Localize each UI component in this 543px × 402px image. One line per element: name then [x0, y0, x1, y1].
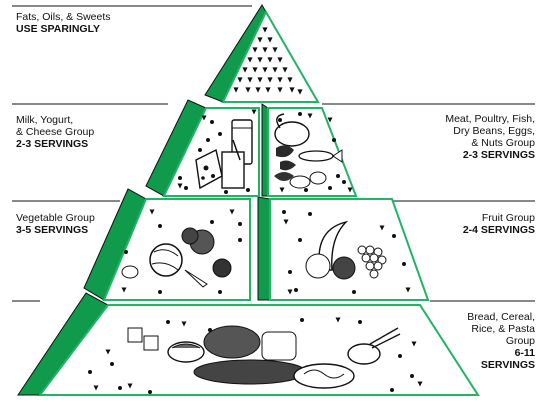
- fat-dot-marker: [88, 370, 92, 374]
- fat-dot-marker: [328, 186, 332, 190]
- fat-dot-marker: [118, 386, 122, 390]
- label-bread-servings-1: 6-11: [467, 347, 535, 359]
- label-fats-servings: USE SPARINGLY: [16, 23, 111, 35]
- fat-dot-marker: [342, 180, 346, 184]
- potato: [122, 266, 138, 278]
- fat-dot-marker: [206, 138, 210, 142]
- fat-dot-marker: [336, 174, 340, 178]
- label-bread: Bread, Cereal, Rice, & Pasta Group 6-11 …: [467, 311, 535, 371]
- fat-dot-marker: [288, 270, 292, 274]
- yogurt-cup: [222, 152, 244, 188]
- tier-vegetable-fruit: [84, 189, 428, 300]
- fat-dot-marker: [224, 190, 228, 194]
- bread-slices: [262, 332, 296, 360]
- label-bread-servings-2: SERVINGS: [467, 359, 535, 371]
- fat-dot-marker: [158, 224, 162, 228]
- fat-dot-marker: [402, 262, 406, 266]
- label-meat-servings: 2-3 SERVINGS: [445, 149, 535, 161]
- label-bread-name-1: Bread, Cereal,: [467, 311, 535, 323]
- label-milk: Milk, Yogurt, & Cheese Group 2-3 SERVING…: [16, 114, 94, 150]
- apple: [333, 257, 355, 279]
- label-fruit: Fruit Group 2-4 SERVINGS: [463, 212, 535, 236]
- fat-dot-marker: [278, 118, 282, 122]
- label-fats-name: Fats, Oils, & Sweets: [16, 11, 111, 23]
- fat-dot-marker: [298, 238, 302, 242]
- long-loaf: [194, 360, 306, 384]
- label-milk-servings: 2-3 SERVINGS: [16, 138, 94, 150]
- tomato: [213, 259, 231, 277]
- cabbage: [150, 244, 182, 276]
- crackers: [128, 328, 142, 342]
- label-bread-name-3: Group: [467, 335, 535, 347]
- fat-dot-marker: [294, 288, 298, 292]
- fruit-tier-face: [270, 199, 428, 300]
- fat-dot-marker: [238, 222, 242, 226]
- fat-dot-marker: [358, 320, 362, 324]
- fat-dot-marker: [352, 290, 356, 294]
- fat-dot-marker: [110, 362, 114, 366]
- fat-dot-marker: [184, 186, 188, 190]
- fat-dot-marker: [238, 238, 242, 242]
- fish: [299, 151, 333, 161]
- label-milk-name-2: & Cheese Group: [16, 126, 94, 138]
- label-milk-name-1: Milk, Yogurt,: [16, 114, 94, 126]
- fat-dot-marker: [410, 374, 414, 378]
- label-bread-name-2: Rice, & Pasta: [467, 323, 535, 335]
- fat-dot-marker: [332, 138, 336, 142]
- fat-dot-marker: [208, 328, 212, 332]
- fat-dot-marker: [178, 176, 182, 180]
- label-fruit-name: Fruit Group: [463, 212, 535, 224]
- orange: [306, 254, 330, 278]
- fat-dot-marker: [298, 112, 302, 116]
- fat-dot-marker: [158, 290, 162, 294]
- fat-dot-marker: [148, 390, 152, 394]
- label-fruit-servings: 2-4 SERVINGS: [463, 224, 535, 236]
- label-meat: Meat, Poultry, Fish, Dry Beans, Eggs, & …: [445, 113, 535, 161]
- fat-dot-marker: [124, 250, 128, 254]
- fat-dot-marker: [304, 188, 308, 192]
- fruit-tier-side: [258, 197, 270, 300]
- label-meat-name-3: & Nuts Group: [445, 137, 535, 149]
- fat-dot-marker: [282, 210, 286, 214]
- fat-dot-marker: [218, 290, 222, 294]
- fat-dot-marker: [392, 234, 396, 238]
- label-vegetable-servings: 3-5 SERVINGS: [16, 224, 95, 236]
- label-vegetable-name: Vegetable Group: [16, 212, 95, 224]
- fat-dot-marker: [308, 212, 312, 216]
- pasta-plate: [294, 364, 354, 388]
- fat-dot-marker: [210, 120, 214, 124]
- tier-fats: [205, 5, 318, 102]
- fat-dot-marker: [198, 148, 202, 152]
- fat-dot-marker: [398, 354, 402, 358]
- fat-dot-marker: [246, 188, 250, 192]
- fat-dot-marker: [218, 132, 222, 136]
- label-vegetable: Vegetable Group 3-5 SERVINGS: [16, 212, 95, 236]
- label-fats: Fats, Oils, & Sweets USE SPARINGLY: [16, 11, 111, 35]
- fat-dot-marker: [300, 318, 304, 322]
- roast-chicken: [275, 122, 309, 146]
- eggs: [310, 172, 326, 184]
- fat-dot-marker: [390, 388, 394, 392]
- fat-dot-marker: [210, 220, 214, 224]
- label-meat-name-2: Dry Beans, Eggs,: [445, 125, 535, 137]
- label-meat-name-1: Meat, Poultry, Fish,: [445, 113, 535, 125]
- bread-loaf: [204, 326, 260, 358]
- fat-dot-marker: [166, 320, 170, 324]
